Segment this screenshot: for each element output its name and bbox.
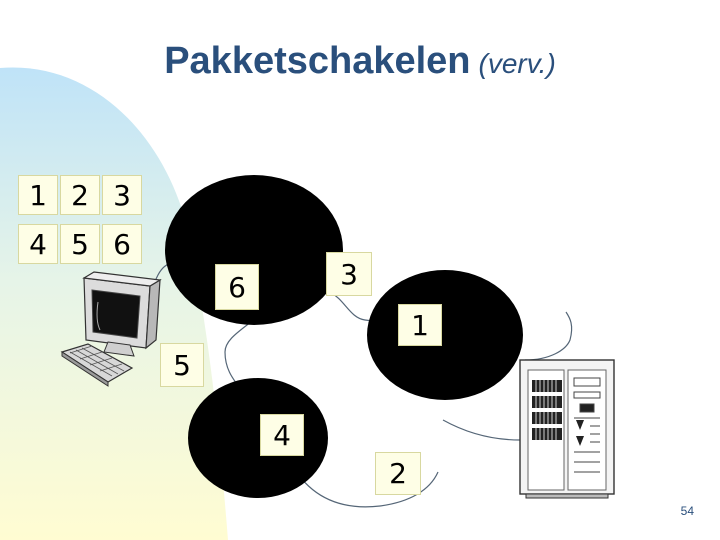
packet-2: 2 — [375, 452, 421, 495]
message-cell-1: 1 — [18, 175, 58, 215]
message-cell-6: 6 — [102, 224, 142, 264]
packet-6: 6 — [215, 264, 259, 310]
server-rack-icon — [519, 359, 615, 499]
message-cell-3: 3 — [102, 175, 142, 215]
message-cell-4: 4 — [18, 224, 58, 264]
packet-4: 4 — [260, 414, 304, 456]
packet-3: 3 — [326, 252, 372, 296]
message-cell-5: 5 — [60, 224, 100, 264]
packet-5: 5 — [160, 343, 204, 387]
title-subtitle: (verv.) — [478, 48, 556, 79]
title-main: Pakketschakelen — [164, 40, 471, 82]
network-node-bottom — [188, 378, 328, 498]
computer-icon — [60, 271, 162, 387]
packet-1: 1 — [398, 304, 442, 346]
network-node-top-left — [165, 175, 343, 325]
message-cell-2: 2 — [60, 175, 100, 215]
slide-title: Pakketschakelen(verv.) — [0, 40, 720, 83]
page-number: 54 — [680, 504, 694, 518]
network-node-right — [367, 270, 523, 400]
